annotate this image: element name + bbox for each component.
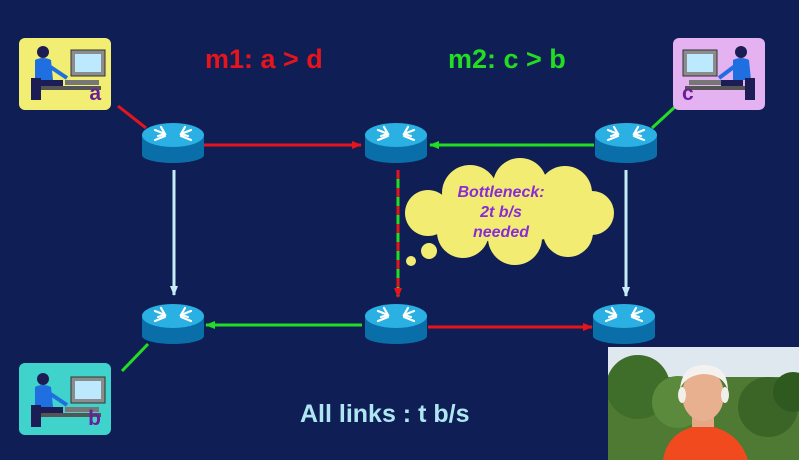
workstation-icon: [682, 46, 755, 100]
message-m2-label: m2: c > b: [448, 44, 566, 74]
router-top-left: [140, 121, 206, 165]
router-bottom-middle: [363, 302, 429, 346]
link-b-r4: [120, 342, 150, 373]
host-c-label: c: [682, 82, 694, 105]
bottleneck-bubble: [405, 158, 614, 266]
host-c: c: [673, 38, 765, 110]
host-a-label: a: [89, 82, 101, 105]
workstation-icon: [31, 373, 106, 427]
router-bottom-right: [591, 302, 657, 346]
host-b-label: b: [88, 407, 101, 430]
bottleneck-line-3: needed: [472, 224, 529, 241]
message-m1-label: m1: a > d: [205, 44, 323, 74]
footer-caption: All links : t b/s: [300, 400, 470, 428]
workstation-icon: [31, 46, 106, 100]
host-a: a: [19, 38, 111, 110]
bottleneck-line-2: 2t b/s: [480, 204, 522, 221]
router-bottom-left: [140, 302, 206, 346]
host-b: b: [19, 363, 111, 435]
presenter-webcam: [608, 347, 799, 460]
router-top-middle: [363, 121, 429, 165]
link-c-r3: [650, 104, 678, 130]
link-a-r1: [117, 104, 147, 130]
router-top-right: [593, 121, 659, 165]
bottleneck-line-1: Bottleneck:: [457, 184, 545, 201]
bottleneck-text: Bottleneck: 2t b/s needed: [426, 183, 576, 243]
